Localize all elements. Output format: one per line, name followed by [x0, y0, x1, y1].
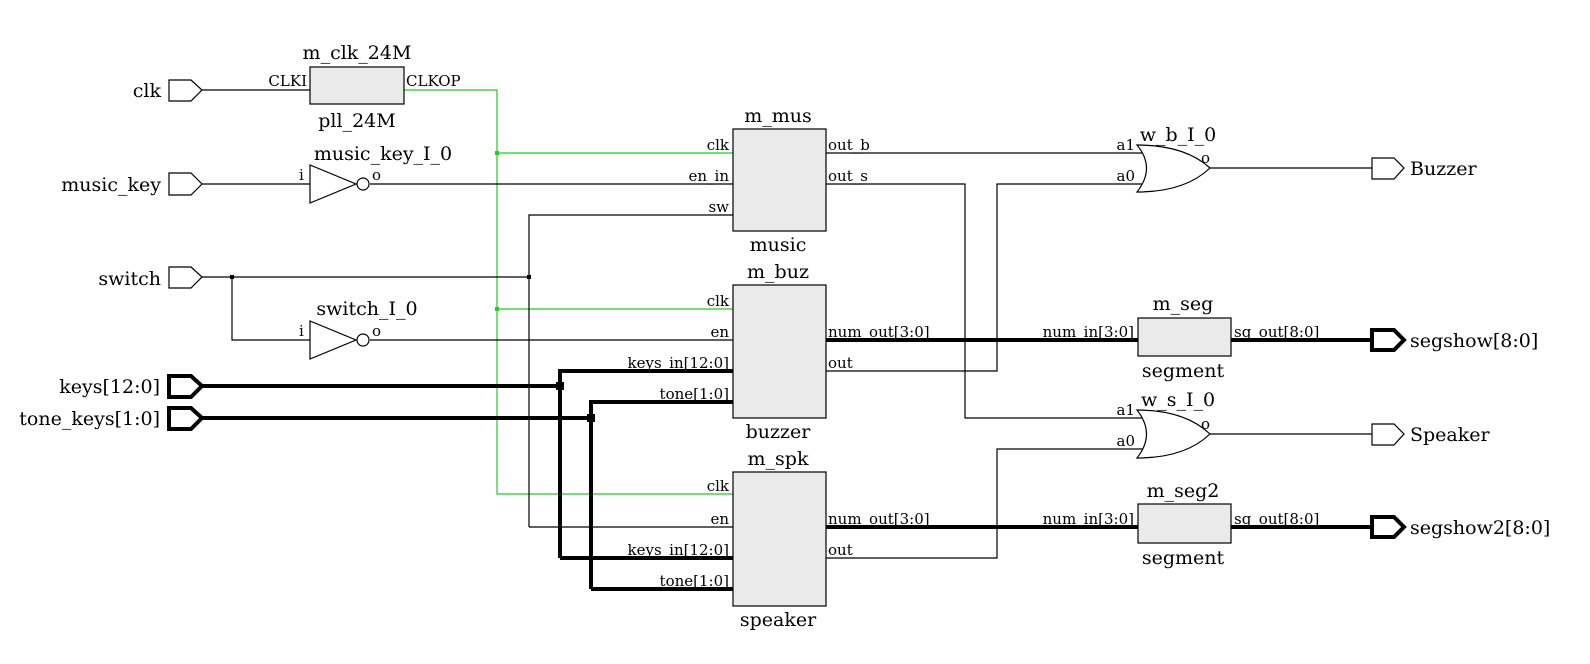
output-label-segshow2: segshow2[8:0] [1410, 517, 1550, 539]
inverter-music-key-pin-i: i [299, 166, 304, 184]
inverter-music-key-name: music_key_I_0 [314, 143, 452, 165]
output-label-speaker: Speaker [1410, 424, 1491, 446]
m-spk-pin-tone: tone[1:0] [660, 572, 729, 590]
block-m-mus: m_mus music clk en_in sw out_b out_s [689, 105, 870, 256]
or-gate-w-s-pin-o: o [1201, 415, 1210, 433]
or-gate-w-s-name: w_s_I_0 [1141, 389, 1215, 411]
m-seg-pin-sg-out: sg_out[8:0] [1234, 323, 1319, 341]
or-gate-w-s: w_s_I_0 a1 a0 o [1117, 389, 1215, 459]
block-m-spk: m_spk speaker clk en keys_in[12:0] tone[… [628, 448, 930, 631]
m-buz-pin-keys-in: keys_in[12:0] [628, 354, 729, 372]
inverter-music-key-pin-o: o [372, 166, 381, 184]
output-label-buzzer: Buzzer [1410, 158, 1477, 180]
m-seg-instance: m_seg [1153, 293, 1214, 315]
m-mus-pin-sw: sw [708, 198, 729, 216]
m-seg2-pin-sg-out: sg_out[8:0] [1234, 510, 1319, 528]
inverter-switch: switch_I_0 i o [299, 298, 418, 360]
m-buz-pin-en: en [710, 323, 729, 341]
m-buz-pin-tone: tone[1:0] [660, 385, 729, 403]
m-mus-pin-en-in: en_in [689, 167, 730, 185]
inverter-switch-pin-i: i [299, 322, 304, 340]
m-spk-pin-num-out: num_out[3:0] [828, 510, 930, 528]
clock-net [404, 89, 733, 495]
output-port-speaker: Speaker [1371, 423, 1491, 446]
or-gate-w-s-pin-a0: a0 [1117, 432, 1136, 450]
m-buz-module: buzzer [746, 421, 812, 443]
m-spk-pin-keys-in: keys_in[12:0] [628, 541, 729, 559]
output-port-segshow: segshow[8:0] [1370, 328, 1538, 352]
or-gate-w-b-pin-a0: a0 [1117, 167, 1136, 185]
m-spk-pin-en: en [710, 510, 729, 528]
m-seg2-instance: m_seg2 [1147, 480, 1220, 502]
input-label-switch: switch [98, 268, 161, 290]
m-mus-pin-out-b: out_b [828, 136, 870, 154]
block-m-seg: m_seg segment num_in[3:0] sg_out[8:0] [1043, 293, 1320, 382]
output-label-segshow: segshow[8:0] [1410, 330, 1538, 352]
m-spk-pin-out: out [828, 541, 853, 559]
m-seg2-pin-num-in: num_in[3:0] [1043, 510, 1134, 528]
pll-pin-clkop: CLKOP [406, 72, 461, 90]
inverter-music-key: music_key_I_0 i o [299, 143, 452, 204]
input-label-clk: clk [133, 80, 162, 102]
m-mus-module: music [750, 234, 807, 256]
pll-module-name: pll_24M [318, 110, 395, 132]
output-port-segshow2: segshow2[8:0] [1370, 515, 1550, 539]
m-spk-instance: m_spk [748, 448, 809, 470]
input-port-switch: switch [98, 266, 203, 290]
m-buz-pin-num-out: num_out[3:0] [828, 323, 930, 341]
or-gate-w-b-name: w_b_I_0 [1140, 124, 1217, 146]
input-label-tone-keys: tone_keys[1:0] [19, 408, 160, 430]
block-m-seg2: m_seg2 segment num_in[3:0] sg_out[8:0] [1043, 480, 1320, 569]
m-buz-pin-out: out [828, 354, 853, 372]
pll-instance-name: m_clk_24M [303, 42, 412, 64]
m-seg-pin-num-in: num_in[3:0] [1043, 323, 1134, 341]
pll-block: m_clk_24M pll_24M CLKI CLKOP [268, 42, 460, 132]
m-buz-instance: m_buz [747, 261, 809, 283]
or-gate-w-b-pin-a1: a1 [1117, 136, 1136, 154]
m-mus-pin-clk: clk [707, 136, 730, 154]
m-mus-pin-out-s: out_s [828, 167, 868, 185]
m-seg2-module: segment [1142, 547, 1225, 569]
input-port-tone-keys: tone_keys[1:0] [19, 406, 205, 431]
inverter-switch-pin-o: o [372, 322, 381, 340]
inverter-switch-name: switch_I_0 [316, 298, 417, 320]
output-port-buzzer: Buzzer [1371, 157, 1477, 180]
m-buz-pin-clk: clk [707, 292, 730, 310]
or-gate-w-b: w_b_I_0 a1 a0 o [1117, 124, 1217, 193]
m-mus-instance: m_mus [744, 105, 812, 127]
input-label-music-key: music_key [61, 174, 161, 196]
block-m-buz: m_buz buzzer clk en keys_in[12:0] tone[1… [628, 261, 930, 443]
m-spk-pin-clk: clk [707, 477, 730, 495]
m-spk-module: speaker [740, 609, 817, 631]
or-gate-w-b-pin-o: o [1201, 149, 1210, 167]
or-gate-w-s-pin-a1: a1 [1117, 401, 1136, 419]
pll-pin-clki: CLKI [268, 72, 307, 90]
input-port-keys: keys[12:0] [59, 374, 205, 399]
bus-wires [202, 338, 1372, 591]
m-seg-module: segment [1142, 360, 1225, 382]
input-port-music-key: music_key [61, 172, 203, 196]
input-label-keys: keys[12:0] [59, 376, 160, 398]
input-port-clk: clk [133, 79, 203, 102]
